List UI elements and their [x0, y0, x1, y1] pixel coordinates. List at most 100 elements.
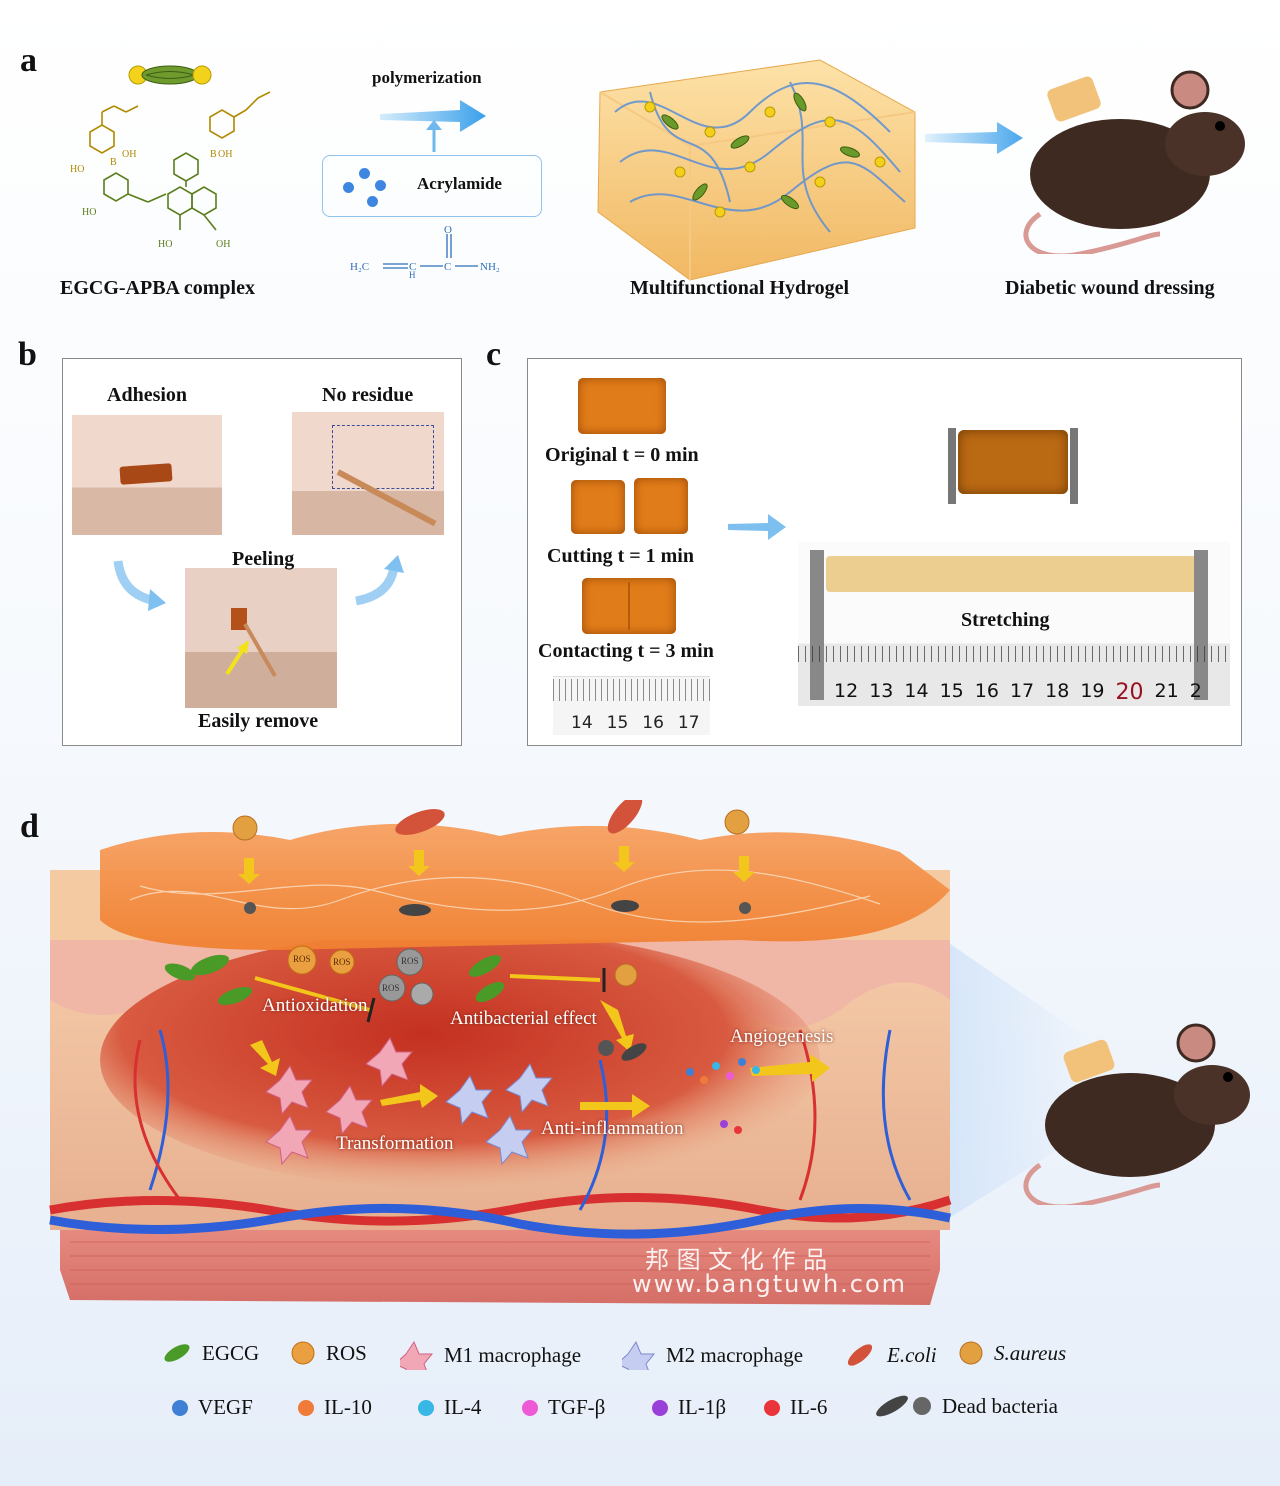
ecoli-icon [847, 1344, 873, 1366]
leaf-icon [164, 1344, 190, 1362]
legend-label: EGCG [202, 1340, 260, 1365]
ruler-number: 16 [974, 680, 999, 702]
ruler-number: 21 [1154, 680, 1179, 702]
contacting-label: Contacting t = 3 min [538, 640, 714, 662]
saureus-icon [959, 1341, 983, 1365]
acrylamide-formula: H₂C C H C O NH₂ [350, 224, 500, 278]
ros-tag-4: ROS [382, 983, 400, 993]
chem-oh-1: HO [70, 164, 84, 175]
panel-label-d: d [20, 808, 39, 845]
legend-item-saureus: S.aureus [958, 1340, 1066, 1366]
arrow-to-stretch-icon [728, 514, 786, 540]
peeling-photo [185, 568, 337, 708]
mouse-illustration-d [1023, 1023, 1250, 1205]
zoom-glow [930, 930, 1090, 1230]
chem-ho-3: HO [158, 239, 172, 250]
antioxidation-label: Antioxidation [262, 995, 368, 1016]
il6-dot-icon [764, 1399, 780, 1416]
ruler-number: 2 [1189, 680, 1202, 702]
legend-item-egcg: EGCG [162, 1340, 259, 1366]
gel-contacting [582, 578, 676, 634]
curved-arrow-right-icon [355, 555, 404, 606]
gel-cut-right [634, 478, 688, 534]
ros-tag-2: ROS [333, 957, 351, 967]
ruler-number: 14 [571, 713, 593, 733]
dressing-label: Diabetic wound dressing [1005, 277, 1215, 299]
formula-h2c: H₂C [350, 261, 369, 273]
m2-macrophage-icon [622, 1340, 656, 1370]
arrow-to-mouse-icon [925, 122, 1023, 154]
legend-item-m1: M1 macrophage [400, 1340, 581, 1370]
ruler-number: 13 [869, 680, 894, 702]
adhesion-photo [72, 377, 222, 535]
m1-macrophage-icon [400, 1340, 434, 1370]
gel-cut-left [571, 480, 625, 534]
vegf-dot-icon [172, 1399, 188, 1416]
tgfb-dot-icon [522, 1399, 538, 1416]
hydrogel-block-illustration [597, 59, 916, 281]
anti-inflammation-label: Anti-inflammation [541, 1118, 684, 1139]
il1b-dot-icon [652, 1399, 668, 1416]
legend-item-vegf: VEGF [172, 1395, 253, 1420]
legend-label: IL-10 [324, 1395, 372, 1419]
mouse-illustration-a [1023, 70, 1245, 254]
legend-item-dead-bacteria: Dead bacteria [872, 1393, 1058, 1419]
legend-label: M2 macrophage [666, 1342, 804, 1367]
egcg-apba-structure: HO HO HO OH B OH B OH [70, 65, 271, 250]
ruler-number: 19 [1080, 680, 1105, 702]
panel-label-b: b [18, 336, 37, 373]
formula-nh2: NH₂ [480, 261, 500, 273]
chem-b-2: B [110, 157, 117, 168]
ruler-number: 15 [939, 680, 964, 702]
legend-item-ecoli: E.coli [843, 1340, 937, 1370]
ruler-number: 20 [1115, 680, 1144, 705]
watermark-url: www.bangtuwh.com [632, 1270, 908, 1298]
ros-tag-1: ROS [293, 954, 311, 964]
chem-oh-6: OH [122, 149, 136, 160]
ros-icon [291, 1341, 315, 1365]
clamped-gel-photo [808, 378, 1208, 504]
antibacterial-label: Antibacterial effect [450, 1008, 597, 1029]
panel-label-c: c [486, 336, 502, 373]
il4-dot-icon [418, 1399, 434, 1416]
ruler-number: 18 [1045, 680, 1070, 702]
egcg-apba-label: EGCG-APBA complex [60, 277, 255, 299]
original-label: Original t = 0 min [545, 444, 699, 466]
acrylamide-box: Acrylamide [322, 155, 542, 217]
legend-label: ROS [326, 1340, 367, 1365]
panel-label-a: a [20, 42, 37, 79]
legend-item-il4: IL-4 [418, 1395, 481, 1420]
chem-oh-5: OH [218, 149, 232, 160]
angiogenesis-label: Angiogenesis [730, 1026, 834, 1047]
ruler-number: 15 [606, 713, 629, 733]
legend-label: IL-6 [790, 1395, 828, 1419]
wound-tissue-illustration [49, 800, 952, 1305]
ruler-number: 17 [1009, 680, 1035, 702]
formula-h: H [409, 270, 416, 278]
legend-label: M1 macrophage [444, 1342, 582, 1367]
ruler-number: 17 [677, 713, 700, 733]
legend-item-il6: IL-6 [764, 1395, 827, 1420]
legend-label: IL-1β [678, 1395, 726, 1419]
legend-item-tgfb: TGF-β [522, 1395, 605, 1420]
il10-dot-icon [298, 1399, 314, 1416]
polymerization-label: polymerization [372, 68, 482, 87]
watermark-cn: 邦 图 文 化 作 品 [645, 1246, 828, 1274]
formula-o: O [444, 224, 452, 236]
curved-arrow-left-icon [113, 560, 166, 611]
no-residue-photo [292, 377, 444, 535]
easily-remove-label: Easily remove [198, 710, 319, 732]
legend-item-il1b: IL-1β [652, 1395, 726, 1420]
no-residue-label: No residue [322, 384, 414, 406]
ros-tag-3: ROS [401, 956, 419, 966]
legend-item-il10: IL-10 [298, 1395, 372, 1420]
chem-ho-2: HO [82, 207, 96, 218]
ruler-number: 14 [904, 680, 929, 702]
formula-c2: C [444, 261, 451, 273]
hydrogel-label: Multifunctional Hydrogel [630, 277, 850, 299]
formula-c1: C [409, 261, 416, 273]
gel-original [578, 378, 666, 434]
